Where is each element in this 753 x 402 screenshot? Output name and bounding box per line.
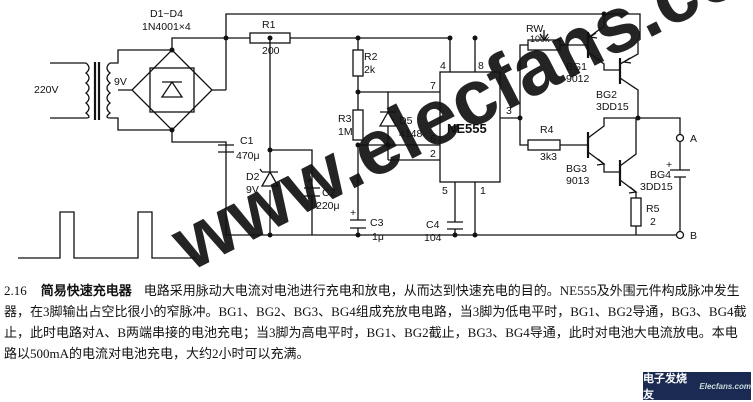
bg4-label: BG4	[650, 169, 671, 181]
c2-plus: +	[306, 175, 312, 187]
r2-value: 2k	[364, 64, 376, 76]
bg3-value: 9013	[566, 175, 590, 187]
transistor-bg3	[586, 117, 638, 173]
circuit-schematic: 220V 9V D1~D4 1N4001×4 C1 470μ R1 200 D2…	[18, 0, 753, 270]
r1-label: R1	[262, 19, 276, 31]
c1-value: 470μ	[236, 150, 260, 162]
c3-plus: +	[350, 207, 356, 219]
rw-value: 100k	[530, 34, 550, 44]
bridge-rectifier	[118, 47, 226, 133]
terminal-b[interactable]	[675, 230, 685, 240]
positive-rail	[171, 13, 641, 90]
r4-label: R4	[540, 124, 554, 136]
diode-d5	[378, 110, 398, 127]
logo-en: Elecfans.com	[699, 381, 751, 391]
ne555-ic	[439, 71, 501, 183]
resistor-r4	[527, 139, 561, 151]
ground-rail	[171, 130, 640, 236]
capacitor-c4	[447, 221, 463, 230]
pin4-label: 4	[440, 60, 446, 72]
r5-value: 2	[650, 216, 656, 228]
terminal-a[interactable]	[675, 133, 685, 143]
pin8-label: 8	[478, 60, 484, 72]
zener-d2	[259, 168, 280, 187]
pulse-waveform-icon	[18, 211, 196, 259]
resistor-r2	[352, 49, 364, 77]
bg3-label: BG3	[566, 163, 587, 175]
terminal-a-label: A	[690, 133, 697, 145]
d5-label: D5	[399, 115, 413, 127]
pin3-label: 3	[506, 105, 512, 117]
pin7-label: 7	[430, 80, 436, 92]
logo-cn: 电子发烧友	[643, 373, 687, 401]
pin1-label: 1	[480, 185, 486, 197]
d5-value: 4148	[399, 128, 423, 140]
caption: 2.16 简易快速充电器电路采用脉动大电流对电池进行充电和放电，从而达到快速充电的…	[4, 280, 749, 364]
c3-value: 1μ	[372, 231, 384, 243]
bg4-value: 3DD15	[640, 181, 673, 193]
figure-title: 简易快速充电器	[40, 283, 132, 298]
pin2-label: 2	[430, 148, 436, 160]
capacitor-c2	[304, 187, 320, 197]
r3-label: R3	[338, 113, 352, 125]
transformer	[50, 49, 172, 131]
pin5-label: 5	[442, 185, 448, 197]
r5-label: R5	[646, 203, 660, 215]
c1-label: C1	[240, 135, 254, 147]
site-logo[interactable]: 电子发烧友 Elecfans.com	[643, 372, 751, 401]
c2-value: 220μ	[316, 200, 340, 212]
r1-value: 200	[262, 45, 280, 57]
bg1-value: 9012	[566, 73, 590, 85]
c4-value: 104	[424, 232, 442, 244]
capacitor-c3	[350, 219, 366, 229]
bg2-value: 3DD15	[596, 101, 629, 113]
battery-plus: +	[666, 159, 672, 171]
c4-label: C4	[426, 219, 440, 231]
transistor-bg4	[618, 118, 638, 198]
d2-label: D2	[246, 171, 260, 183]
r4-value: 3k3	[540, 151, 557, 163]
bg2-label: BG2	[596, 89, 617, 101]
d2-value: 9V	[246, 184, 259, 196]
r2-label: R2	[364, 51, 378, 63]
bridge-type-label: 1N4001×4	[142, 21, 191, 33]
mains-label: 220V	[34, 84, 59, 96]
c3-label: C3	[370, 217, 384, 229]
bg1-label: BG1	[566, 61, 587, 73]
secondary-label: 9V	[114, 76, 127, 88]
r3-value: 1M	[338, 126, 353, 138]
transistor-bg1	[586, 14, 620, 71]
pin6-label: 6	[430, 133, 436, 145]
bridge-label: D1~D4	[150, 8, 183, 20]
resistor-r5	[630, 197, 642, 227]
terminal-b-label: B	[690, 230, 697, 242]
c2-label: C2	[322, 187, 336, 199]
rw-label: RW	[526, 23, 543, 35]
figure-number: 2.16	[4, 283, 27, 298]
battery-symbol	[670, 142, 690, 200]
ic-label: NE555	[447, 121, 487, 136]
transistor-bg2	[618, 39, 640, 118]
caption-body: 电路采用脉动大电流对电池进行充电和放电，从而达到快速充电的目的。NE555及外围…	[4, 283, 747, 361]
